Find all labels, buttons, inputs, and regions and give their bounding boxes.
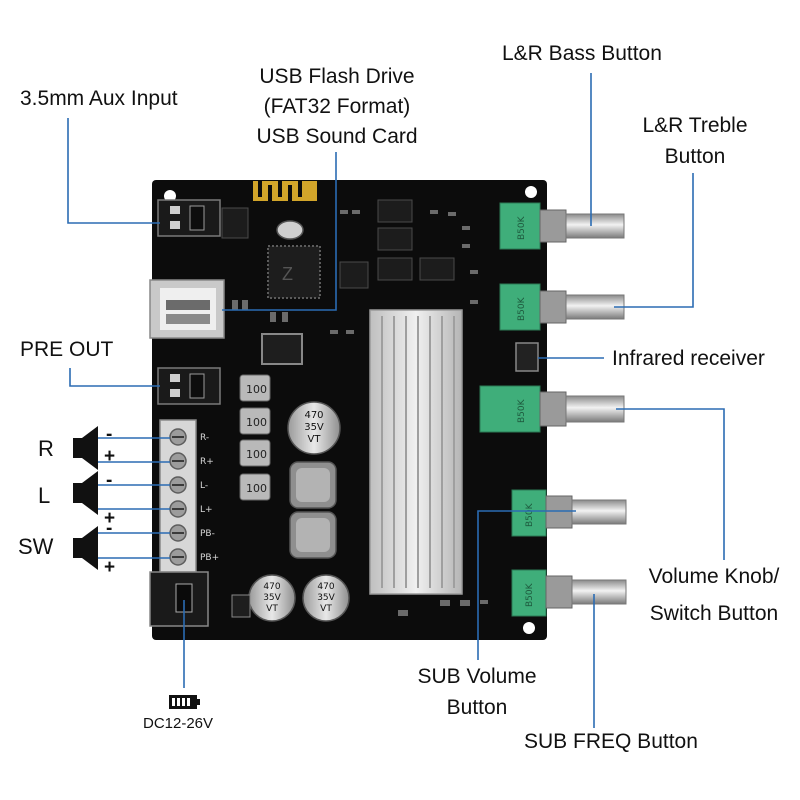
label-volume-line2: Switch Button <box>649 602 779 625</box>
cap-value: 470 <box>263 582 280 592</box>
label-usb: USB Flash Drive (FAT32 Format) USB Sound… <box>242 62 432 152</box>
speaker-icon <box>73 526 98 570</box>
speaker-icon <box>73 426 98 470</box>
callout-pre-out <box>69 368 160 387</box>
dc-power-jack <box>149 571 209 627</box>
terminal-label: L+ <box>200 505 213 515</box>
label-treble-button: L&R Treble Button <box>620 110 770 172</box>
terminal-label: L- <box>200 481 208 491</box>
terminal-label: R+ <box>200 457 214 467</box>
label-sub-freq: SUB FREQ Button <box>524 730 698 753</box>
heatsink <box>369 309 463 595</box>
inductor-marking: 100 <box>246 482 267 495</box>
pre-out-jack <box>157 367 221 405</box>
mount-hole <box>525 186 537 198</box>
label-sub-volume-line1: SUB Volume <box>417 665 537 688</box>
sign-l-minus: - <box>106 470 113 491</box>
chip-logo-icon: Z <box>282 264 293 284</box>
smd-components <box>232 210 488 616</box>
bluetooth-antenna <box>253 181 317 201</box>
voltage-regulator <box>261 333 303 365</box>
label-usb-line2: (FAT32 Format) <box>263 95 411 118</box>
callout-lines <box>67 73 725 728</box>
pot-marking: B50K <box>517 398 527 423</box>
pot-marking: B50K <box>517 215 527 240</box>
sign-r-plus: + <box>104 446 116 467</box>
label-pre-out: PRE OUT <box>20 338 114 361</box>
pot-marking: B50K <box>525 502 535 527</box>
inductor-marking: 100 <box>246 416 267 429</box>
cap-voltage: 35V <box>317 593 335 603</box>
capacitor-top: 470 35V VT <box>287 401 341 455</box>
label-treble-line2: Button <box>664 145 726 168</box>
callout-volume <box>616 408 725 560</box>
callout-sub-volume <box>477 510 576 660</box>
infrared-receiver <box>515 342 539 372</box>
sign-l-plus: + <box>104 508 116 529</box>
cap-series: VT <box>308 434 322 445</box>
label-sub-volume-line2: Button <box>446 696 508 719</box>
callout-treble <box>614 173 694 308</box>
aux-input-jack <box>157 199 221 237</box>
channel-right: R <box>38 436 54 461</box>
callout-aux <box>67 118 160 224</box>
terminal-label: R- <box>200 433 209 443</box>
cap-value: 470 <box>317 582 334 592</box>
terminal-label: PB- <box>200 529 215 539</box>
label-volume-line1: Volume Knob/ <box>648 565 780 588</box>
potentiometers: B50K B50K B50K B50K B50K <box>479 202 627 617</box>
label-volume-knob: Volume Knob/ Switch Button <box>628 558 800 632</box>
sign-sw-minus: - <box>106 518 113 539</box>
inductor-marking: 100 <box>246 448 267 461</box>
bluetooth-chip <box>267 245 321 299</box>
channel-subwoofer: SW <box>18 534 54 559</box>
label-usb-line1: USB Flash Drive <box>259 65 415 88</box>
capacitors-bottom: 470 35V VT 470 35V VT <box>248 574 350 622</box>
label-power: DC12-26V <box>143 715 214 732</box>
sign-r-minus: - <box>106 424 113 445</box>
small-inductors: 100 100 100 100 <box>239 374 271 501</box>
speaker-wires <box>98 437 170 559</box>
mount-hole <box>164 190 176 202</box>
callout-usb <box>222 152 337 311</box>
label-infrared: Infrared receiver <box>612 347 765 370</box>
battery-icon <box>169 695 200 709</box>
mount-hole <box>523 622 535 634</box>
pot-marking: B50K <box>525 582 535 607</box>
cap-value: 470 <box>304 410 323 421</box>
cap-series: VT <box>320 604 332 614</box>
cap-series: VT <box>266 604 278 614</box>
power-inductors <box>289 461 337 559</box>
sign-sw-plus: + <box>104 557 116 578</box>
crystal-oscillator <box>276 220 304 240</box>
speaker-icon <box>73 471 98 515</box>
inductor-marking: 100 <box>246 383 267 396</box>
usb-port <box>149 279 225 339</box>
label-bass-button: L&R Bass Button <box>502 42 662 65</box>
label-usb-line3: USB Sound Card <box>256 125 418 148</box>
label-aux-input: 3.5mm Aux Input <box>20 87 178 110</box>
label-sub-volume: SUB Volume Button <box>400 661 554 723</box>
cap-voltage: 35V <box>263 593 281 603</box>
label-treble-line1: L&R Treble <box>642 114 748 137</box>
channel-left: L <box>38 483 51 508</box>
terminal-label: PB+ <box>200 553 219 563</box>
pot-marking: B50K <box>517 296 527 321</box>
diode <box>231 594 251 618</box>
cap-voltage: 35V <box>304 422 324 433</box>
small-ics <box>221 199 455 289</box>
